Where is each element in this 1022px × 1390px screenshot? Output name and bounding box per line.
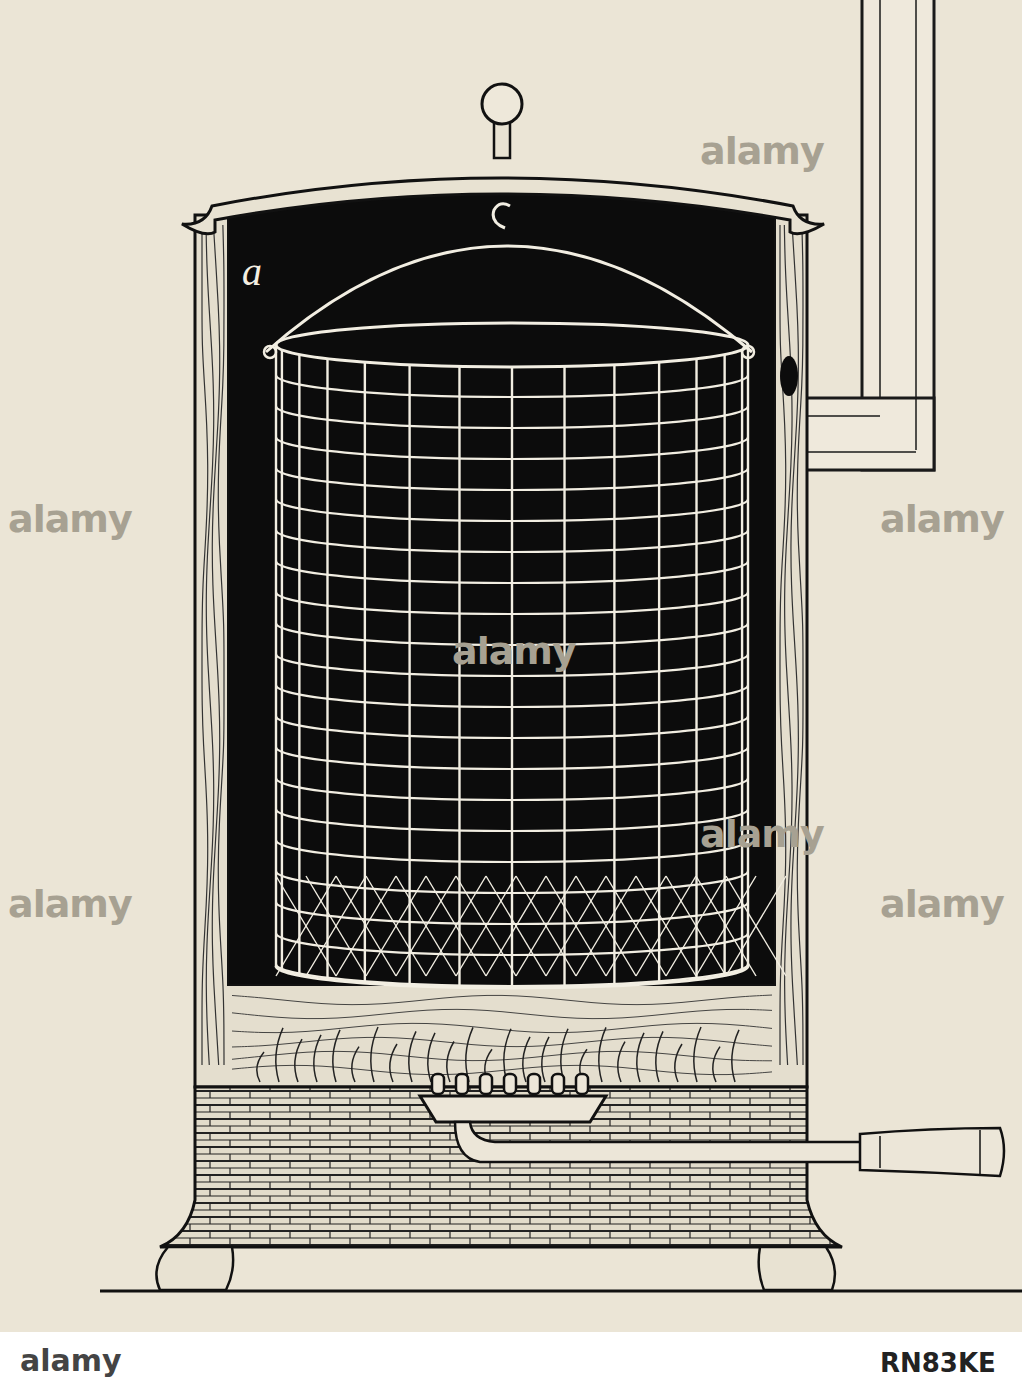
rubber-hose [860, 1128, 1004, 1176]
vent-hole [780, 356, 798, 396]
wire-basket [264, 204, 786, 988]
callout-letter: a [242, 252, 262, 292]
ground-line [100, 1290, 1022, 1293]
watermark: alamy [700, 815, 824, 853]
claw-foot [156, 1247, 233, 1290]
gas-flames [257, 1027, 739, 1082]
interior-chamber [228, 190, 775, 985]
watermark: alamy [8, 885, 132, 923]
brick-base [160, 1087, 842, 1247]
lid [182, 178, 824, 234]
watermark: alamy [880, 500, 1004, 538]
stock-logo: alamy [20, 1346, 122, 1376]
burner-jets [432, 1074, 588, 1094]
claw-foot [759, 1247, 835, 1290]
watermark: alamy [880, 885, 1004, 923]
watermark: alamy [8, 500, 132, 538]
flue-pipe [803, 0, 934, 470]
stock-id: RN83KE [880, 1350, 996, 1376]
gas-pipe [455, 1122, 862, 1162]
burner [420, 1096, 606, 1122]
watermark: alamy [452, 632, 576, 670]
watermark: alamy [700, 132, 824, 170]
lid-knob [482, 84, 522, 124]
stock-strip [0, 1332, 1022, 1390]
